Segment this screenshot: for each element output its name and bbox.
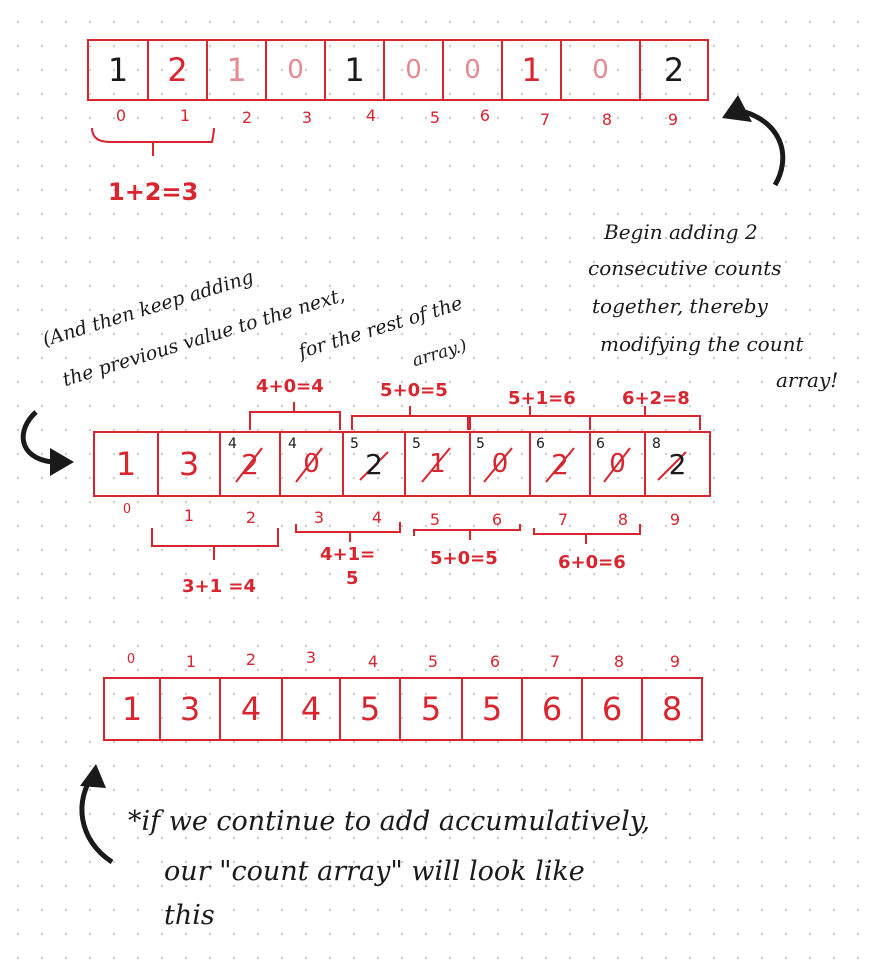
array3-cell-3: 4 — [300, 690, 322, 728]
array2-index-0: 0 — [122, 502, 132, 517]
array1-index-6: 6 — [479, 106, 491, 125]
strike-marks — [235, 447, 687, 483]
array2-new-2: 4 — [228, 436, 237, 452]
array3-index-2: 2 — [245, 650, 257, 669]
array1-cell-6: 0 — [464, 55, 481, 85]
count-array-1-frame — [87, 39, 709, 101]
array2-new-3: 4 — [288, 436, 297, 452]
array1-index-9: 9 — [667, 110, 679, 129]
curved-arrow-down-right — [20, 410, 53, 465]
array1-index-0: 0 — [115, 106, 127, 125]
array1-cell-8: 0 — [592, 55, 609, 85]
array2-index-8: 8 — [617, 510, 629, 529]
array1-cell-5: 0 — [405, 55, 422, 85]
array2-index-5: 5 — [429, 510, 441, 529]
array3-index-0: 0 — [126, 652, 136, 667]
sum-below-3: 5+0=5 — [430, 548, 498, 569]
sum-above-1: 4+0=4 — [256, 376, 324, 397]
array3-cell-4: 5 — [359, 690, 381, 728]
array2-new-7: 6 — [536, 436, 545, 452]
array3-index-6: 6 — [489, 652, 501, 671]
array3-cell-1: 3 — [179, 690, 201, 728]
array1-index-5: 5 — [429, 108, 441, 127]
bottom-note-line-3: this — [164, 900, 215, 931]
array3-cell-7: 6 — [541, 690, 563, 728]
brackets-above — [249, 402, 701, 430]
note-right-line-5: array! — [776, 368, 839, 392]
count-array-2-frame — [93, 431, 711, 497]
array2-index-7: 7 — [557, 510, 569, 529]
array3-cell-9: 8 — [661, 690, 683, 728]
array2-cell-1: 3 — [178, 445, 200, 483]
array3-index-7: 7 — [549, 652, 561, 671]
array1-cell-3: 0 — [287, 55, 304, 85]
array3-cell-6: 5 — [481, 690, 503, 728]
array3-index-9: 9 — [669, 652, 681, 671]
array2-cell-4: 2 — [365, 447, 383, 481]
count-array-3-frame — [103, 677, 703, 741]
brackets-below — [151, 522, 641, 560]
array2-index-9: 9 — [669, 510, 681, 529]
array1-index-1: 1 — [179, 106, 191, 125]
array3-index-5: 5 — [427, 652, 439, 671]
array1-cell-7: 1 — [521, 51, 542, 89]
array2-new-4: 5 — [350, 436, 359, 452]
array2-index-2: 2 — [245, 508, 257, 527]
array1-cell-4: 1 — [344, 51, 365, 89]
note-right-line-1: Begin adding 2 — [604, 220, 758, 244]
array2-cell-9: 2 — [668, 447, 687, 481]
first-sum-label: 1+2=3 — [108, 178, 199, 206]
bottom-note-line-1: *if we continue to add accumulatively, — [128, 806, 650, 837]
sum-below-2: 4+1= — [320, 544, 376, 565]
array3-cell-8: 6 — [601, 690, 623, 728]
array1-index-3: 3 — [301, 108, 313, 127]
array1-index-7: 7 — [539, 110, 551, 129]
array2-new-5: 5 — [412, 436, 421, 452]
array3-index-1: 1 — [185, 652, 197, 671]
array2-cell-0: 1 — [115, 445, 137, 483]
array3-cell-0: 1 — [121, 690, 143, 728]
array2-cell-7: 2 — [551, 447, 569, 481]
sum-above-2: 5+0=5 — [380, 380, 448, 401]
sum-above-4: 6+2=8 — [622, 388, 690, 409]
array2-new-6: 5 — [476, 436, 485, 452]
array1-cell-2: 1 — [226, 51, 247, 89]
note-right-line-2: consecutive counts — [588, 256, 782, 280]
array2-cell-3: 0 — [303, 449, 320, 479]
array2-index-3: 3 — [313, 508, 325, 527]
sum-below-4: 6+0=6 — [558, 552, 626, 573]
curved-arrow-up-right — [744, 109, 786, 187]
sum-above-3: 5+1=6 — [508, 388, 576, 409]
array1-index-8: 8 — [601, 110, 613, 129]
array1-cell-0: 1 — [107, 51, 129, 89]
sum-below-1: 3+1 =4 — [182, 576, 257, 597]
sum-below-2-result: 5 — [346, 568, 359, 589]
array1-index-2: 2 — [241, 108, 253, 127]
bottom-note-line-2: our "count array" will look like — [164, 856, 585, 887]
array2-cell-6: 0 — [491, 449, 509, 479]
array2-cell-5: 1 — [429, 449, 446, 479]
array1-index-4: 4 — [365, 106, 377, 125]
array3-cell-2: 4 — [240, 690, 262, 728]
array2-new-9: 8 — [652, 436, 661, 452]
array3-cell-5: 5 — [420, 690, 442, 728]
first-pair-bracket — [91, 127, 215, 156]
array1-cell-1: 2 — [167, 51, 188, 89]
array3-index-3: 3 — [305, 648, 317, 667]
note-right-line-4: modifying the count — [600, 332, 804, 356]
note-right-line-3: together, thereby — [592, 294, 768, 318]
array3-index-4: 4 — [367, 652, 379, 671]
array2-index-6: 6 — [491, 510, 503, 529]
array3-index-8: 8 — [613, 652, 625, 671]
array2-new-8: 6 — [596, 436, 605, 452]
array2-index-4: 4 — [371, 508, 383, 527]
array1-cell-9: 2 — [663, 51, 685, 89]
array2-index-1: 1 — [183, 506, 195, 525]
array2-cell-8: 0 — [609, 449, 626, 479]
array2-cell-2: 2 — [241, 447, 259, 481]
